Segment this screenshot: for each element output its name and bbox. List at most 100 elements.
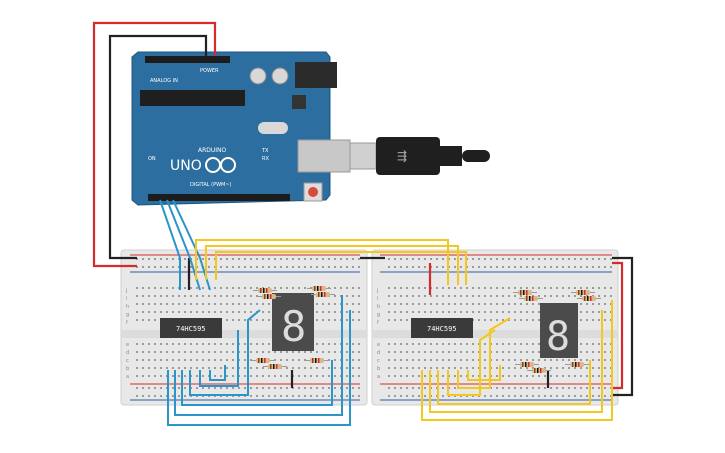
breadboard-hole	[328, 343, 330, 345]
breadboard-hole	[328, 351, 330, 353]
breadboard-hole	[586, 287, 588, 289]
breadboard-hole	[412, 387, 414, 389]
shift-register-chip-left[interactable]: 74HC595	[160, 318, 222, 338]
resistor[interactable]	[519, 296, 543, 301]
breadboard-hole	[226, 375, 228, 377]
breadboard-hole	[472, 367, 474, 369]
breadboard-hole	[154, 367, 156, 369]
breadboard-hole	[490, 319, 492, 321]
breadboard-hole	[484, 303, 486, 305]
breadboard-hole	[208, 351, 210, 353]
breadboard-hole	[544, 387, 546, 389]
reset-button-cap[interactable]	[308, 187, 318, 197]
breadboard-hole	[436, 359, 438, 361]
breadboard-hole	[460, 266, 462, 268]
resistor[interactable]	[513, 290, 537, 295]
breadboard-hole	[580, 258, 582, 260]
breadboard-hole	[172, 351, 174, 353]
breadboard-hole	[136, 319, 138, 321]
resistor[interactable]	[565, 362, 589, 367]
breadboard-hole	[346, 311, 348, 313]
breadboard-hole	[298, 266, 300, 268]
resistor[interactable]	[305, 358, 329, 363]
resistor[interactable]	[251, 358, 275, 363]
breadboard-hole	[508, 287, 510, 289]
breadboard-hole	[496, 303, 498, 305]
breadboard-hole	[502, 359, 504, 361]
breadboard-hole	[520, 395, 522, 397]
breadboard-hole	[430, 351, 432, 353]
breadboard-hole	[442, 295, 444, 297]
wire-blue-data[interactable]	[159, 199, 351, 426]
breadboard-hole	[592, 319, 594, 321]
top-power-rails-right	[380, 254, 612, 401]
resistor[interactable]	[527, 368, 551, 373]
breadboard-hole	[484, 359, 486, 361]
breadboard-hole	[196, 303, 198, 305]
breadboard-hole	[262, 375, 264, 377]
breadboard-hole	[184, 303, 186, 305]
breadboard-hole	[196, 287, 198, 289]
breadboard-hole	[190, 266, 192, 268]
resistor[interactable]	[257, 294, 281, 299]
breadboard-hole	[406, 258, 408, 260]
breadboard-hole	[166, 295, 168, 297]
breadboard-hole	[484, 287, 486, 289]
breadboard-hole	[556, 258, 558, 260]
wire-yellow-link[interactable]	[195, 239, 613, 421]
top-header	[145, 56, 230, 63]
breadboard-hole	[298, 359, 300, 361]
breadboard-hole	[520, 367, 522, 369]
breadboard-hole	[514, 303, 516, 305]
breadboard-hole	[352, 351, 354, 353]
breadboard-hole	[232, 359, 234, 361]
breadboard-hole	[388, 343, 390, 345]
breadboard-hole	[454, 367, 456, 369]
resistor[interactable]	[253, 288, 277, 293]
breadboard-hole	[244, 295, 246, 297]
breadboard-hole	[610, 258, 612, 260]
breadboard-hole	[166, 266, 168, 268]
breadboard-hole	[328, 387, 330, 389]
chip-label-left: 74HC595	[176, 325, 206, 333]
breadboard-hole	[514, 387, 516, 389]
breadboard-hole	[190, 303, 192, 305]
seven-segment-display-left[interactable]: 8	[272, 293, 314, 351]
breadboard-hole	[346, 295, 348, 297]
resistor[interactable]	[515, 362, 539, 367]
svg-text:d: d	[377, 350, 380, 356]
breadboard-hole	[526, 311, 528, 313]
breadboard-hole	[166, 351, 168, 353]
breadboard-hole	[508, 319, 510, 321]
breadboard-hole	[190, 351, 192, 353]
svg-text:e: e	[377, 342, 380, 348]
breadboard-hole	[298, 367, 300, 369]
resistor[interactable]	[311, 292, 335, 297]
breadboard-hole	[568, 258, 570, 260]
breadboard-hole	[202, 387, 204, 389]
breadboard-hole	[142, 351, 144, 353]
resistor[interactable]	[307, 286, 331, 291]
breadboard-hole	[310, 375, 312, 377]
arduino-uno-board[interactable]: UNO ARDUINO POWER ANALOG IN DIGITAL (PWM…	[131, 51, 351, 206]
resistor[interactable]	[577, 296, 601, 301]
wire-black-ground[interactable]	[108, 34, 634, 397]
breadboard-hole	[184, 343, 186, 345]
breadboard-left[interactable]: j i h g f e d c b a	[120, 249, 368, 406]
breadboard-hole	[166, 359, 168, 361]
breadboard-hole	[400, 287, 402, 289]
breadboard-hole	[250, 266, 252, 268]
svg-text:h: h	[377, 304, 380, 310]
resistor[interactable]	[571, 290, 595, 295]
breadboard-hole	[280, 351, 282, 353]
breadboard-hole	[448, 311, 450, 313]
center-channel	[121, 330, 367, 338]
digital-header	[148, 194, 290, 201]
breadboard-hole	[178, 367, 180, 369]
breadboard-hole	[580, 295, 582, 297]
breadboard-hole	[514, 351, 516, 353]
breadboard-hole	[400, 295, 402, 297]
shift-register-chip-right[interactable]: 74HC595	[411, 318, 473, 338]
resistor[interactable]	[263, 364, 287, 369]
seven-segment-display-right[interactable]: 8	[540, 303, 578, 360]
